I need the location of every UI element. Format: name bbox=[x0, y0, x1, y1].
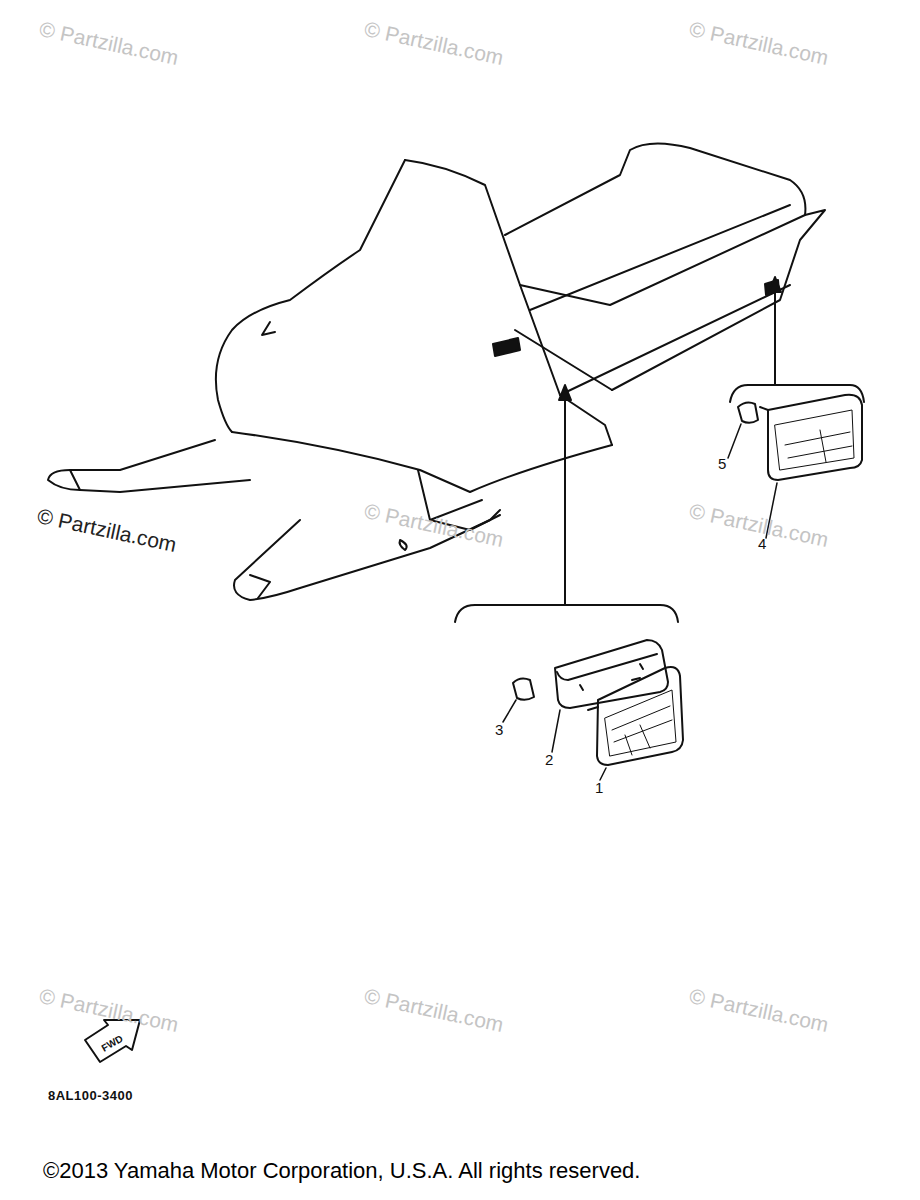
figure-code: 8AL100-3400 bbox=[48, 1089, 133, 1102]
watermark: © Partzilla.com bbox=[36, 505, 179, 555]
callout-number: 3 bbox=[495, 722, 503, 737]
watermark: © Partzilla.com bbox=[38, 18, 181, 68]
callout-number: 1 bbox=[595, 780, 603, 795]
watermark: © Partzilla.com bbox=[38, 985, 181, 1035]
callout-number: 4 bbox=[758, 536, 766, 551]
callout-number: 2 bbox=[545, 752, 553, 767]
watermark: © Partzilla.com bbox=[363, 985, 506, 1035]
watermark: © Partzilla.com bbox=[688, 985, 831, 1035]
copyright-caption: ©2013 Yamaha Motor Corporation, U.S.A. A… bbox=[43, 1160, 640, 1182]
callout-number: 5 bbox=[718, 456, 726, 471]
direction-text: FWD bbox=[100, 1034, 125, 1054]
watermark: © Partzilla.com bbox=[363, 500, 506, 550]
watermark: © Partzilla.com bbox=[363, 18, 506, 68]
watermark: © Partzilla.com bbox=[688, 18, 831, 68]
